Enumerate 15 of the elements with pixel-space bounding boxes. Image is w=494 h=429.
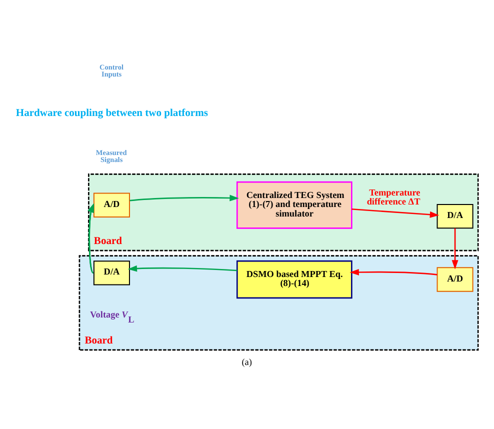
node-box: A/D	[436, 266, 474, 292]
node-box: DSMO based MPPT Eq. (8)-(14)	[236, 260, 352, 298]
caption: (a)	[242, 356, 252, 367]
node-box: A/D	[93, 192, 130, 217]
arrow	[128, 264, 237, 272]
node-box: Centralized TEG System (1)-(7) and temperature simulator	[236, 180, 352, 228]
node-box: D/A	[436, 203, 474, 228]
arrow	[352, 208, 440, 218]
arrow	[88, 202, 94, 273]
node-box: D/A	[93, 260, 130, 285]
edge-label: Temperature difference ΔT	[366, 186, 420, 206]
arrow	[350, 268, 438, 275]
arrow	[130, 194, 239, 201]
arrow	[452, 228, 458, 269]
label: Hardware coupling between two platforms	[16, 108, 208, 119]
